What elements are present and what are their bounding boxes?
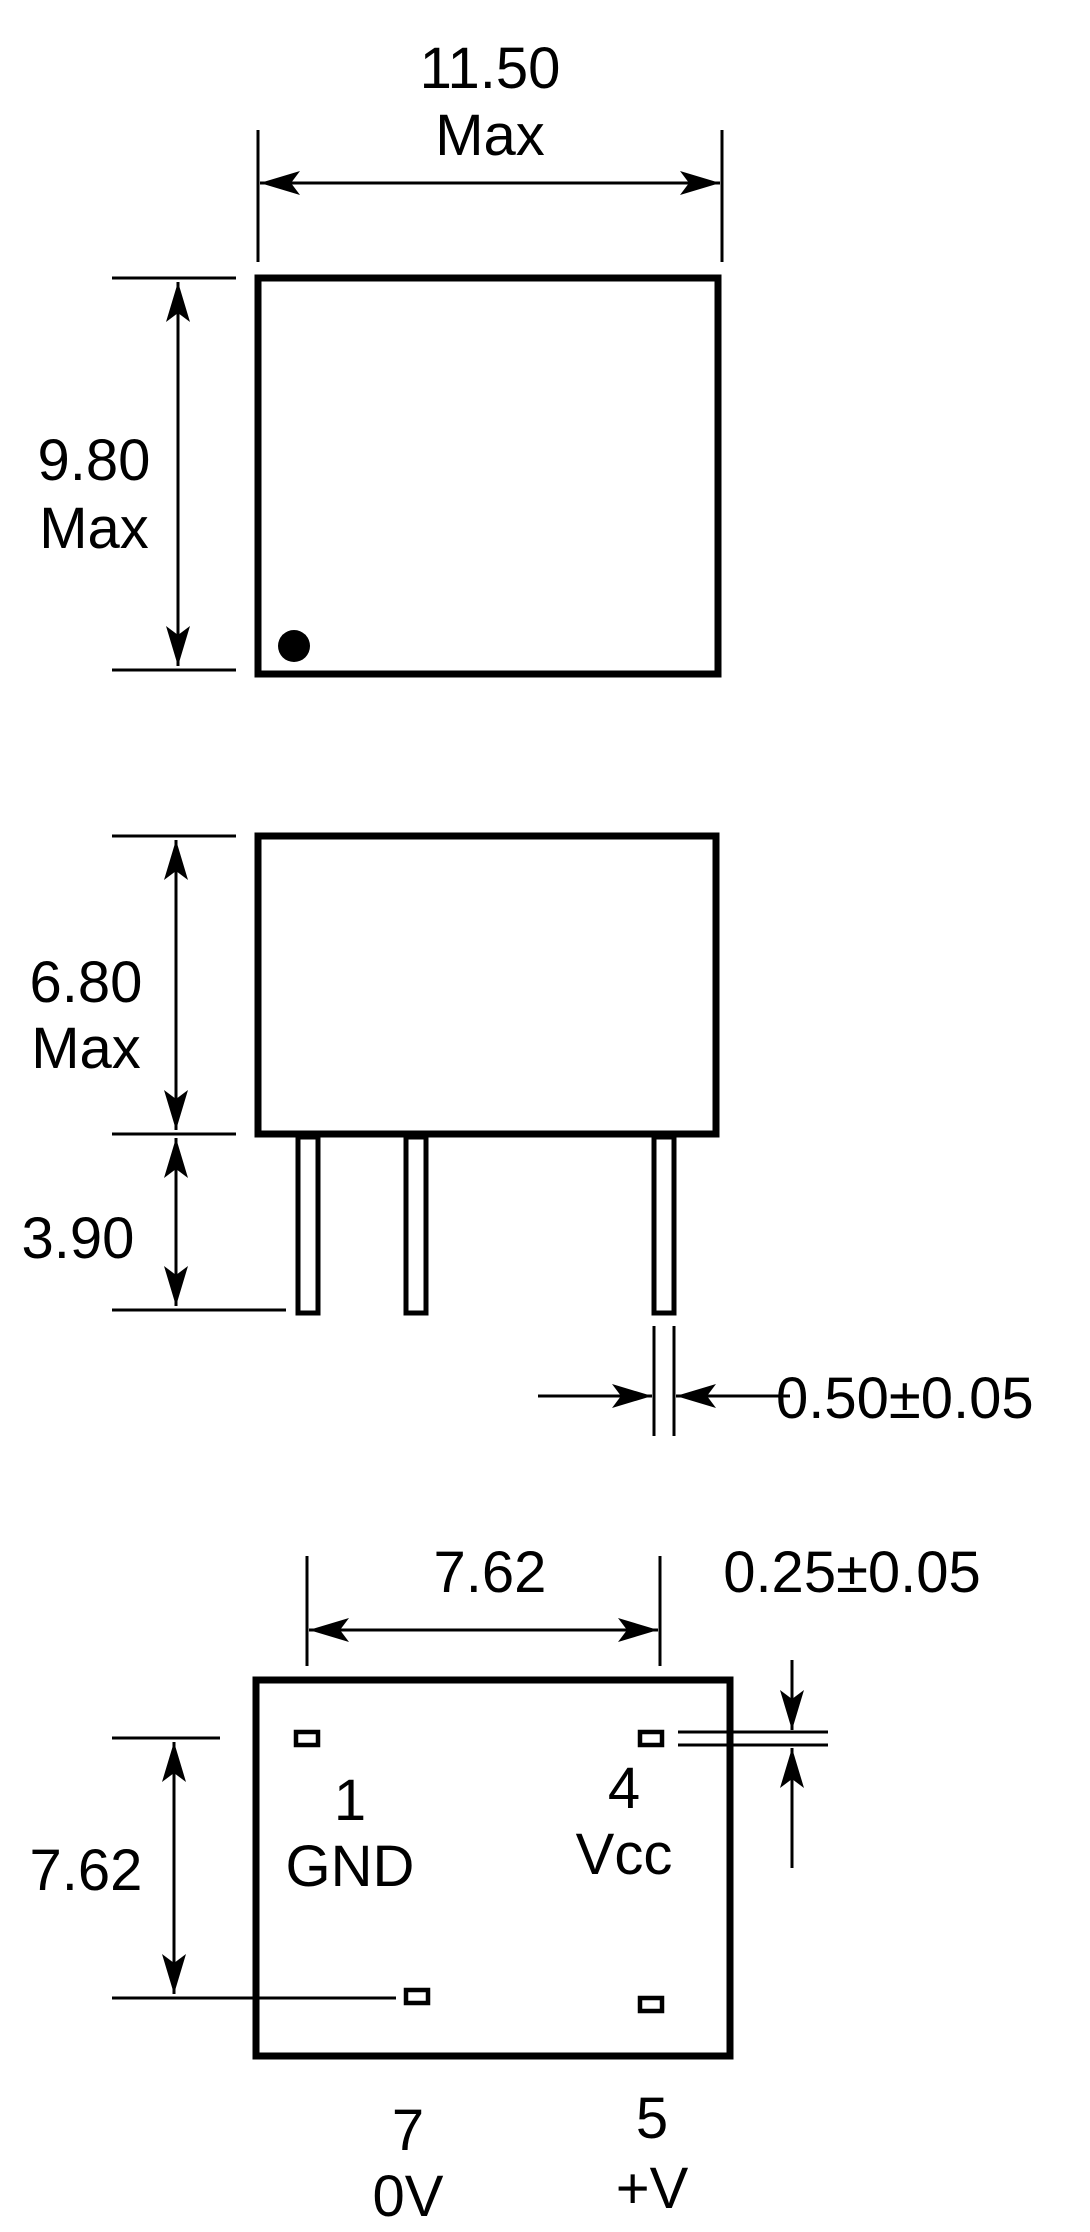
pin-4-name: Vcc [576, 1822, 673, 1887]
pad-5 [637, 1995, 665, 2014]
side-view-body [254, 832, 720, 1138]
pin-1-number: 1 [334, 1768, 366, 1833]
pin-4-number: 4 [608, 1756, 640, 1821]
side-pin-2 [403, 1134, 429, 1316]
pad-7 [403, 1987, 431, 2006]
pin1-marker-dot [278, 630, 310, 662]
pin-thickness-value: 0.25±0.05 [723, 1540, 981, 1605]
width-max: Max [435, 103, 545, 168]
top-view-body [254, 274, 722, 678]
pin-1-name: GND [286, 1834, 415, 1899]
body-height-value: 6.80 [30, 950, 143, 1015]
pitch-v-value: 7.62 [30, 1838, 143, 1903]
side-view: 6.80 Max 3.90 0.50±0.05 [22, 832, 1034, 1436]
pin-length-value: 3.90 [22, 1206, 135, 1271]
pin-5-number: 5 [636, 2086, 668, 2151]
height-max: Max [39, 496, 149, 561]
pad-1 [293, 1729, 321, 1748]
pitch-h-value: 7.62 [434, 1540, 547, 1605]
pad-4 [637, 1729, 665, 1748]
height-value: 9.80 [38, 428, 151, 493]
body-height-max: Max [31, 1016, 141, 1081]
pin-5-name: +V [616, 2156, 689, 2221]
pin-width-value: 0.50±0.05 [776, 1366, 1034, 1431]
pin-7-number: 7 [392, 2098, 424, 2163]
side-pin-3 [651, 1134, 677, 1316]
side-pin-1 [295, 1134, 321, 1316]
bottom-view: 7.62 7.62 0.25±0.05 1 GND 4 Vcc 7 0V 5 +… [30, 1540, 981, 2229]
pin-7-name: 0V [373, 2164, 444, 2229]
width-value: 11.50 [420, 36, 561, 101]
top-view: 11.50 Max 9.80 Max [38, 36, 724, 678]
bottom-view-body [252, 1676, 734, 2060]
